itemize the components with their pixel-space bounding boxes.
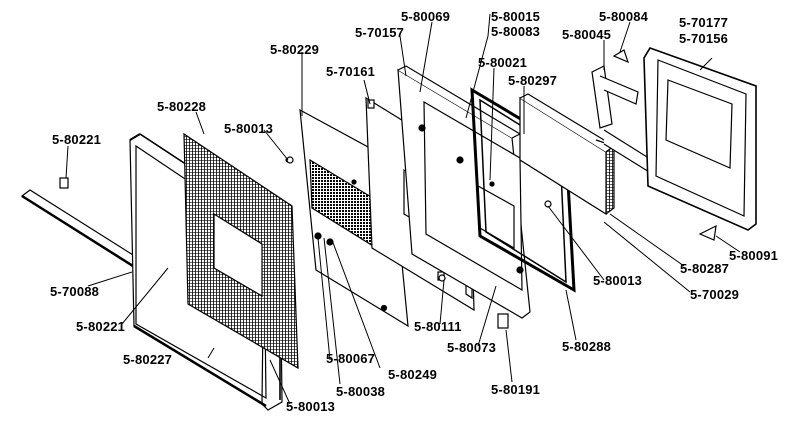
part-label-80288: 5-80288 — [562, 339, 612, 354]
screw — [544, 200, 552, 208]
part-label-80091: 5-80091 — [729, 248, 779, 263]
part-label-70029: 5-70029 — [690, 287, 740, 302]
part-label-80221-a: 5-80221 — [52, 132, 102, 147]
door-glass-grid — [183, 132, 299, 370]
part-label-70177: 5-70177 — [679, 15, 729, 30]
part-label-80015: 5-80015 — [491, 9, 541, 24]
clip-part — [59, 177, 69, 189]
part-label-80073: 5-80073 — [447, 340, 497, 355]
part-label-80229: 5-80229 — [270, 42, 320, 57]
part-label-70157: 5-70157 — [355, 25, 405, 40]
screw — [438, 274, 446, 282]
part-label-80013-b: 5-80013 — [286, 399, 336, 414]
insulation-block — [519, 93, 616, 216]
clip-part — [612, 49, 629, 64]
door-back-panel — [643, 47, 757, 231]
part-label-80228: 5-80228 — [157, 99, 207, 114]
part-label-80069: 5-80069 — [401, 9, 451, 24]
part-label-80038: 5-80038 — [336, 384, 386, 399]
part-label-80013-a: 5-80013 — [224, 121, 274, 136]
part-label-80287: 5-80287 — [680, 261, 730, 276]
screw — [286, 156, 294, 164]
part-label-80111: 5-80111 — [414, 319, 462, 334]
hinge-clip — [497, 313, 509, 329]
inner-door-panel — [397, 65, 531, 319]
part-label-80191: 5-80191 — [491, 382, 541, 397]
part-label-70156: 5-70156 — [679, 31, 729, 46]
clip-part — [698, 224, 717, 241]
part-label-80013-c: 5-80013 — [593, 273, 643, 288]
part-label-80249: 5-80249 — [388, 367, 438, 382]
leader-lines — [65, 13, 741, 405]
part-label-80227: 5-80227 — [123, 352, 173, 367]
part-label-80084: 5-80084 — [599, 9, 649, 24]
part-label-80221-b: 5-80221 — [76, 319, 126, 334]
part-label-80021: 5-80021 — [478, 55, 528, 70]
part-label-80045: 5-80045 — [562, 27, 612, 42]
part-label-80083: 5-80083 — [491, 24, 541, 39]
part-label-80067: 5-80067 — [326, 351, 376, 366]
part-label-70161: 5-70161 — [326, 64, 376, 79]
part-label-80297: 5-80297 — [508, 73, 558, 88]
part-label-70088: 5-70088 — [50, 284, 100, 299]
